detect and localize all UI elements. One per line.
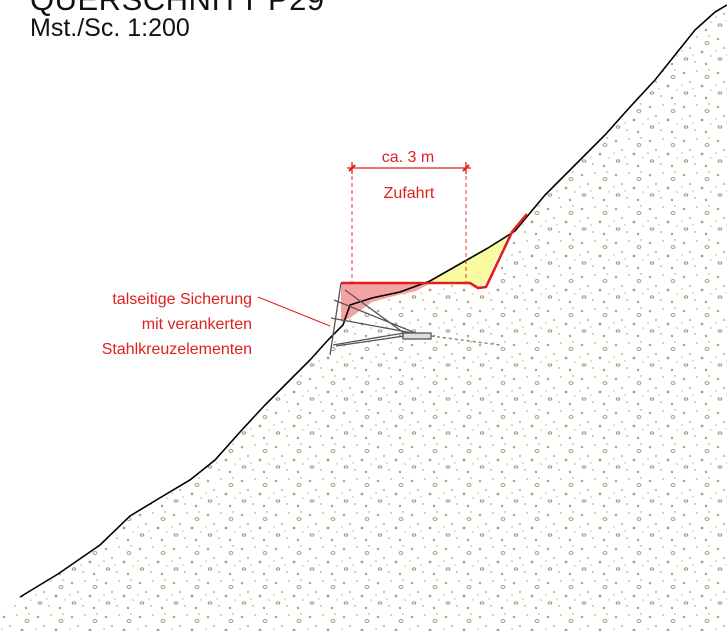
drawing-scale: Mst./Sc. 1:200 (30, 14, 190, 42)
dimension-lines (257, 162, 471, 327)
road-outline (341, 213, 528, 290)
width-label: ca. 3 m (382, 149, 434, 166)
cut-area (341, 283, 431, 322)
retaining-label-line-1: talseitige Sicherung (112, 291, 252, 308)
terrain-line (19, 4, 727, 598)
steel-cross-structure (329, 282, 501, 356)
drawing-title: QUERSCHNITT P29 (30, 0, 325, 18)
retaining-label-line-2: mit verankerten (142, 316, 252, 333)
access-label: Zufahrt (384, 185, 435, 202)
retaining-label-line-3: Stahlkreuzelementen (102, 341, 252, 358)
ground-body (0, 10, 727, 631)
